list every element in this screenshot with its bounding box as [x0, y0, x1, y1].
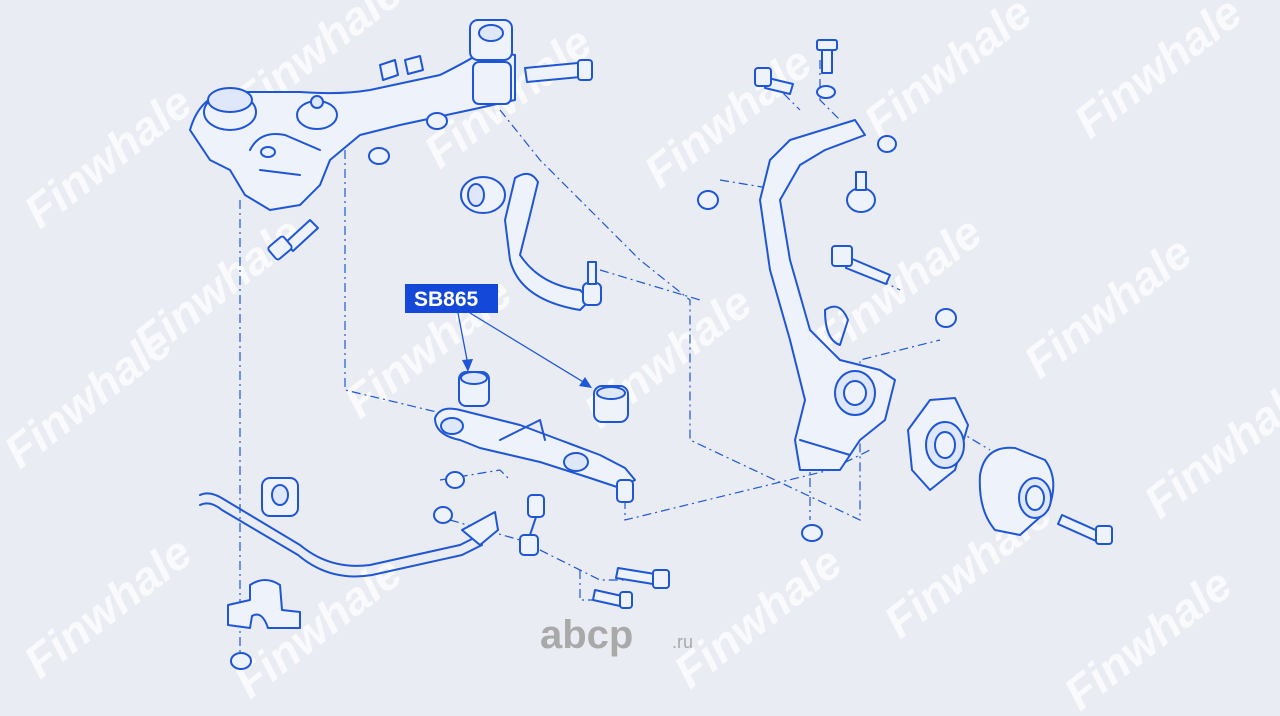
callout-arrowhead [462, 359, 473, 372]
callout-arrow [469, 312, 586, 384]
watermark-text: Finwhale [1014, 226, 1201, 388]
part-label-box [405, 284, 498, 313]
upper-control-arm [460, 172, 602, 311]
watermark-text: Finwhale [804, 206, 991, 368]
watermark-text: Finwhale [854, 0, 1041, 148]
fasteners [230, 39, 1113, 670]
lower-control-arm [434, 407, 636, 503]
wheel-hub [978, 446, 1055, 536]
sb865-bushing-rear [593, 385, 629, 423]
watermark-text: Finwhale [1134, 366, 1280, 528]
watermark-text: Finwhale [224, 546, 411, 708]
site-logo: abcp .ru [540, 613, 693, 657]
sb865-bushing-front [458, 371, 490, 407]
site-logo-suffix: .ru [672, 632, 693, 652]
watermark-text: Finwhale [1054, 558, 1241, 716]
watermark-text: Finwhale [664, 536, 851, 698]
wheel-bearing [907, 397, 969, 491]
subframe [189, 19, 516, 211]
stabilizer-bracket [227, 579, 301, 629]
callout-arrow [457, 312, 469, 366]
stabilizer-link [519, 494, 545, 556]
part-label-text: SB865 [414, 288, 479, 311]
watermark-text: Finwhale [14, 76, 201, 238]
site-logo-text: abcp [540, 613, 633, 657]
watermark-text: Finwhale [124, 206, 311, 368]
watermark-text: Finwhale [1064, 0, 1251, 148]
watermark-text: Finwhale [14, 526, 201, 688]
part-callout-sb865: SB865 [405, 284, 592, 388]
stabilizer-bushing [261, 477, 299, 517]
callout-arrowhead [579, 377, 592, 388]
stabilizer-bar [199, 492, 499, 578]
steering-knuckle [759, 119, 896, 471]
